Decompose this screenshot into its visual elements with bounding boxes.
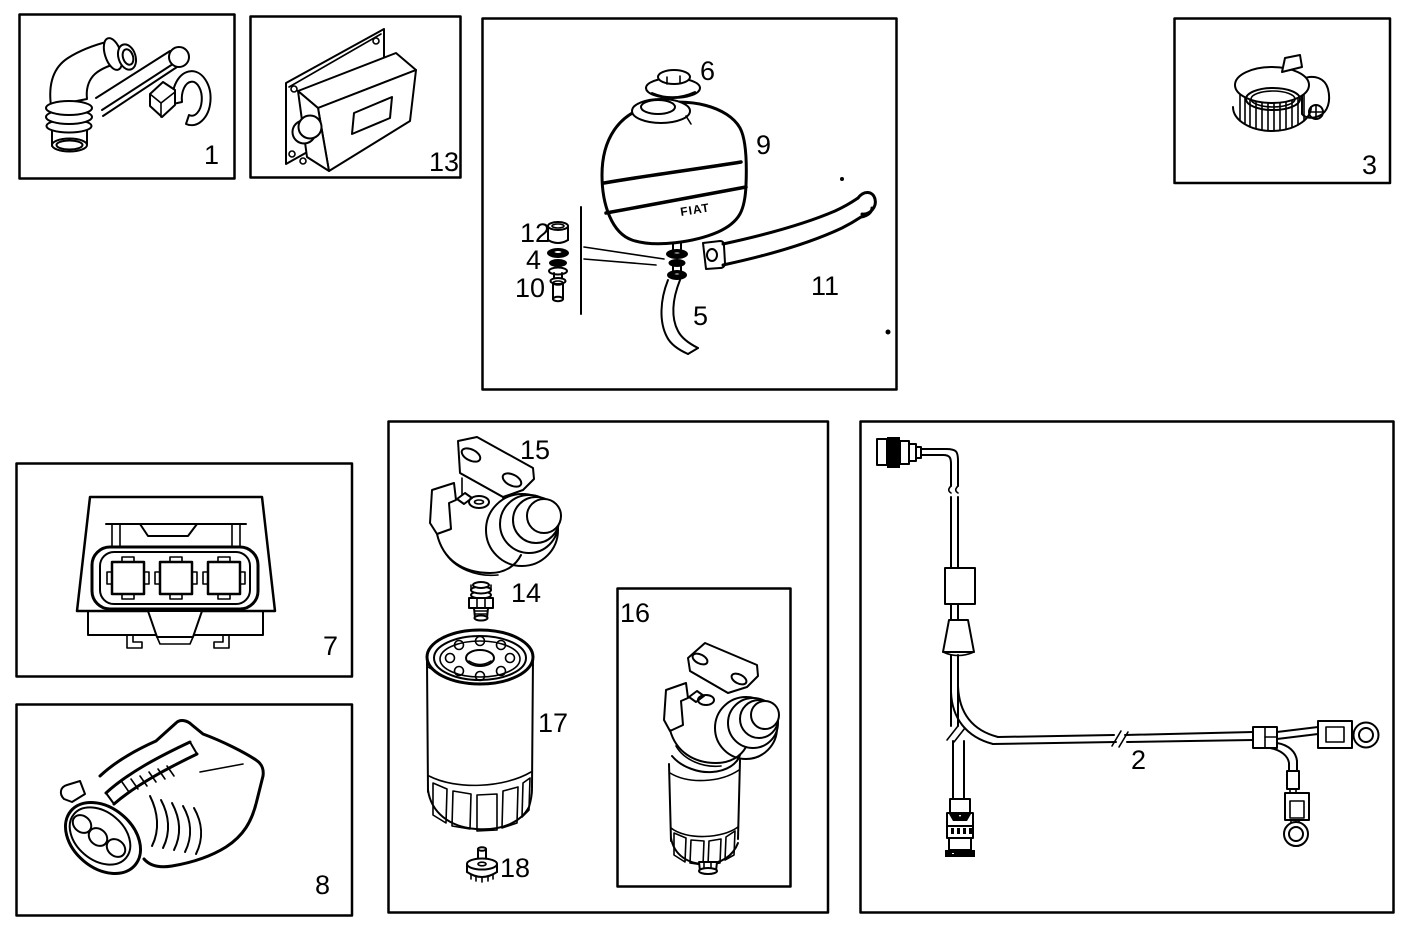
part-13-control-unit-drawing (285, 28, 417, 172)
part-9-expansion-tank-drawing: FIAT (600, 98, 748, 246)
panel-2-frame (859, 420, 1395, 914)
panel-filter-frame (387, 420, 830, 914)
part-1-elbow-fitting-drawing (45, 37, 212, 153)
panel-3-frame (1173, 17, 1392, 185)
part-number-18: 18 (500, 853, 531, 883)
part-12-4-10-fittings-drawing (547, 206, 665, 315)
part-number-4: 4 (526, 245, 542, 275)
part-number-16: 16 (620, 598, 651, 628)
panel-1-frame (18, 13, 236, 180)
part-14-fitting-drawing (468, 581, 494, 622)
part-number-9: 9 (756, 130, 772, 160)
tank-logo: FIAT (679, 200, 711, 218)
part-number-6: 6 (700, 56, 716, 86)
part-7-connector-drawing (75, 495, 277, 649)
part-number-2: 2 (1131, 745, 1147, 775)
part-number-3: 3 (1362, 150, 1378, 180)
part-3-clamp-drawing (1232, 54, 1331, 132)
part-11-strap-drawing (702, 177, 891, 335)
part-number-13: 13 (429, 147, 460, 177)
part-18-drain-plug-drawing (466, 846, 498, 883)
part-17-filter-cartridge-drawing (425, 628, 535, 832)
part-number-10: 10 (515, 273, 546, 303)
part-number-15: 15 (520, 435, 551, 465)
part-2-wiring-harness-drawing (876, 437, 1380, 857)
part-number-7: 7 (323, 631, 339, 661)
part-number-14: 14 (511, 578, 542, 608)
part-16-filter-assembly-drawing (663, 642, 780, 875)
part-number-17: 17 (538, 708, 569, 738)
part-number-5: 5 (693, 301, 709, 331)
part-5-hose-drawing (660, 242, 699, 355)
part-number-1: 1 (204, 140, 220, 170)
part-6-tank-cap-drawing (645, 69, 701, 99)
panel-tank-frame (481, 17, 898, 391)
part-8-connector-drawing (59, 719, 265, 875)
panel-7-frame (15, 462, 354, 678)
panel-16-frame (616, 587, 792, 888)
part-number-11: 11 (811, 271, 840, 301)
panel-13-frame (249, 15, 462, 179)
part-15-filter-head-drawing (429, 436, 562, 577)
panel-8-frame (15, 703, 354, 917)
part-number-12: 12 (520, 218, 551, 248)
part-number-8: 8 (315, 870, 331, 900)
